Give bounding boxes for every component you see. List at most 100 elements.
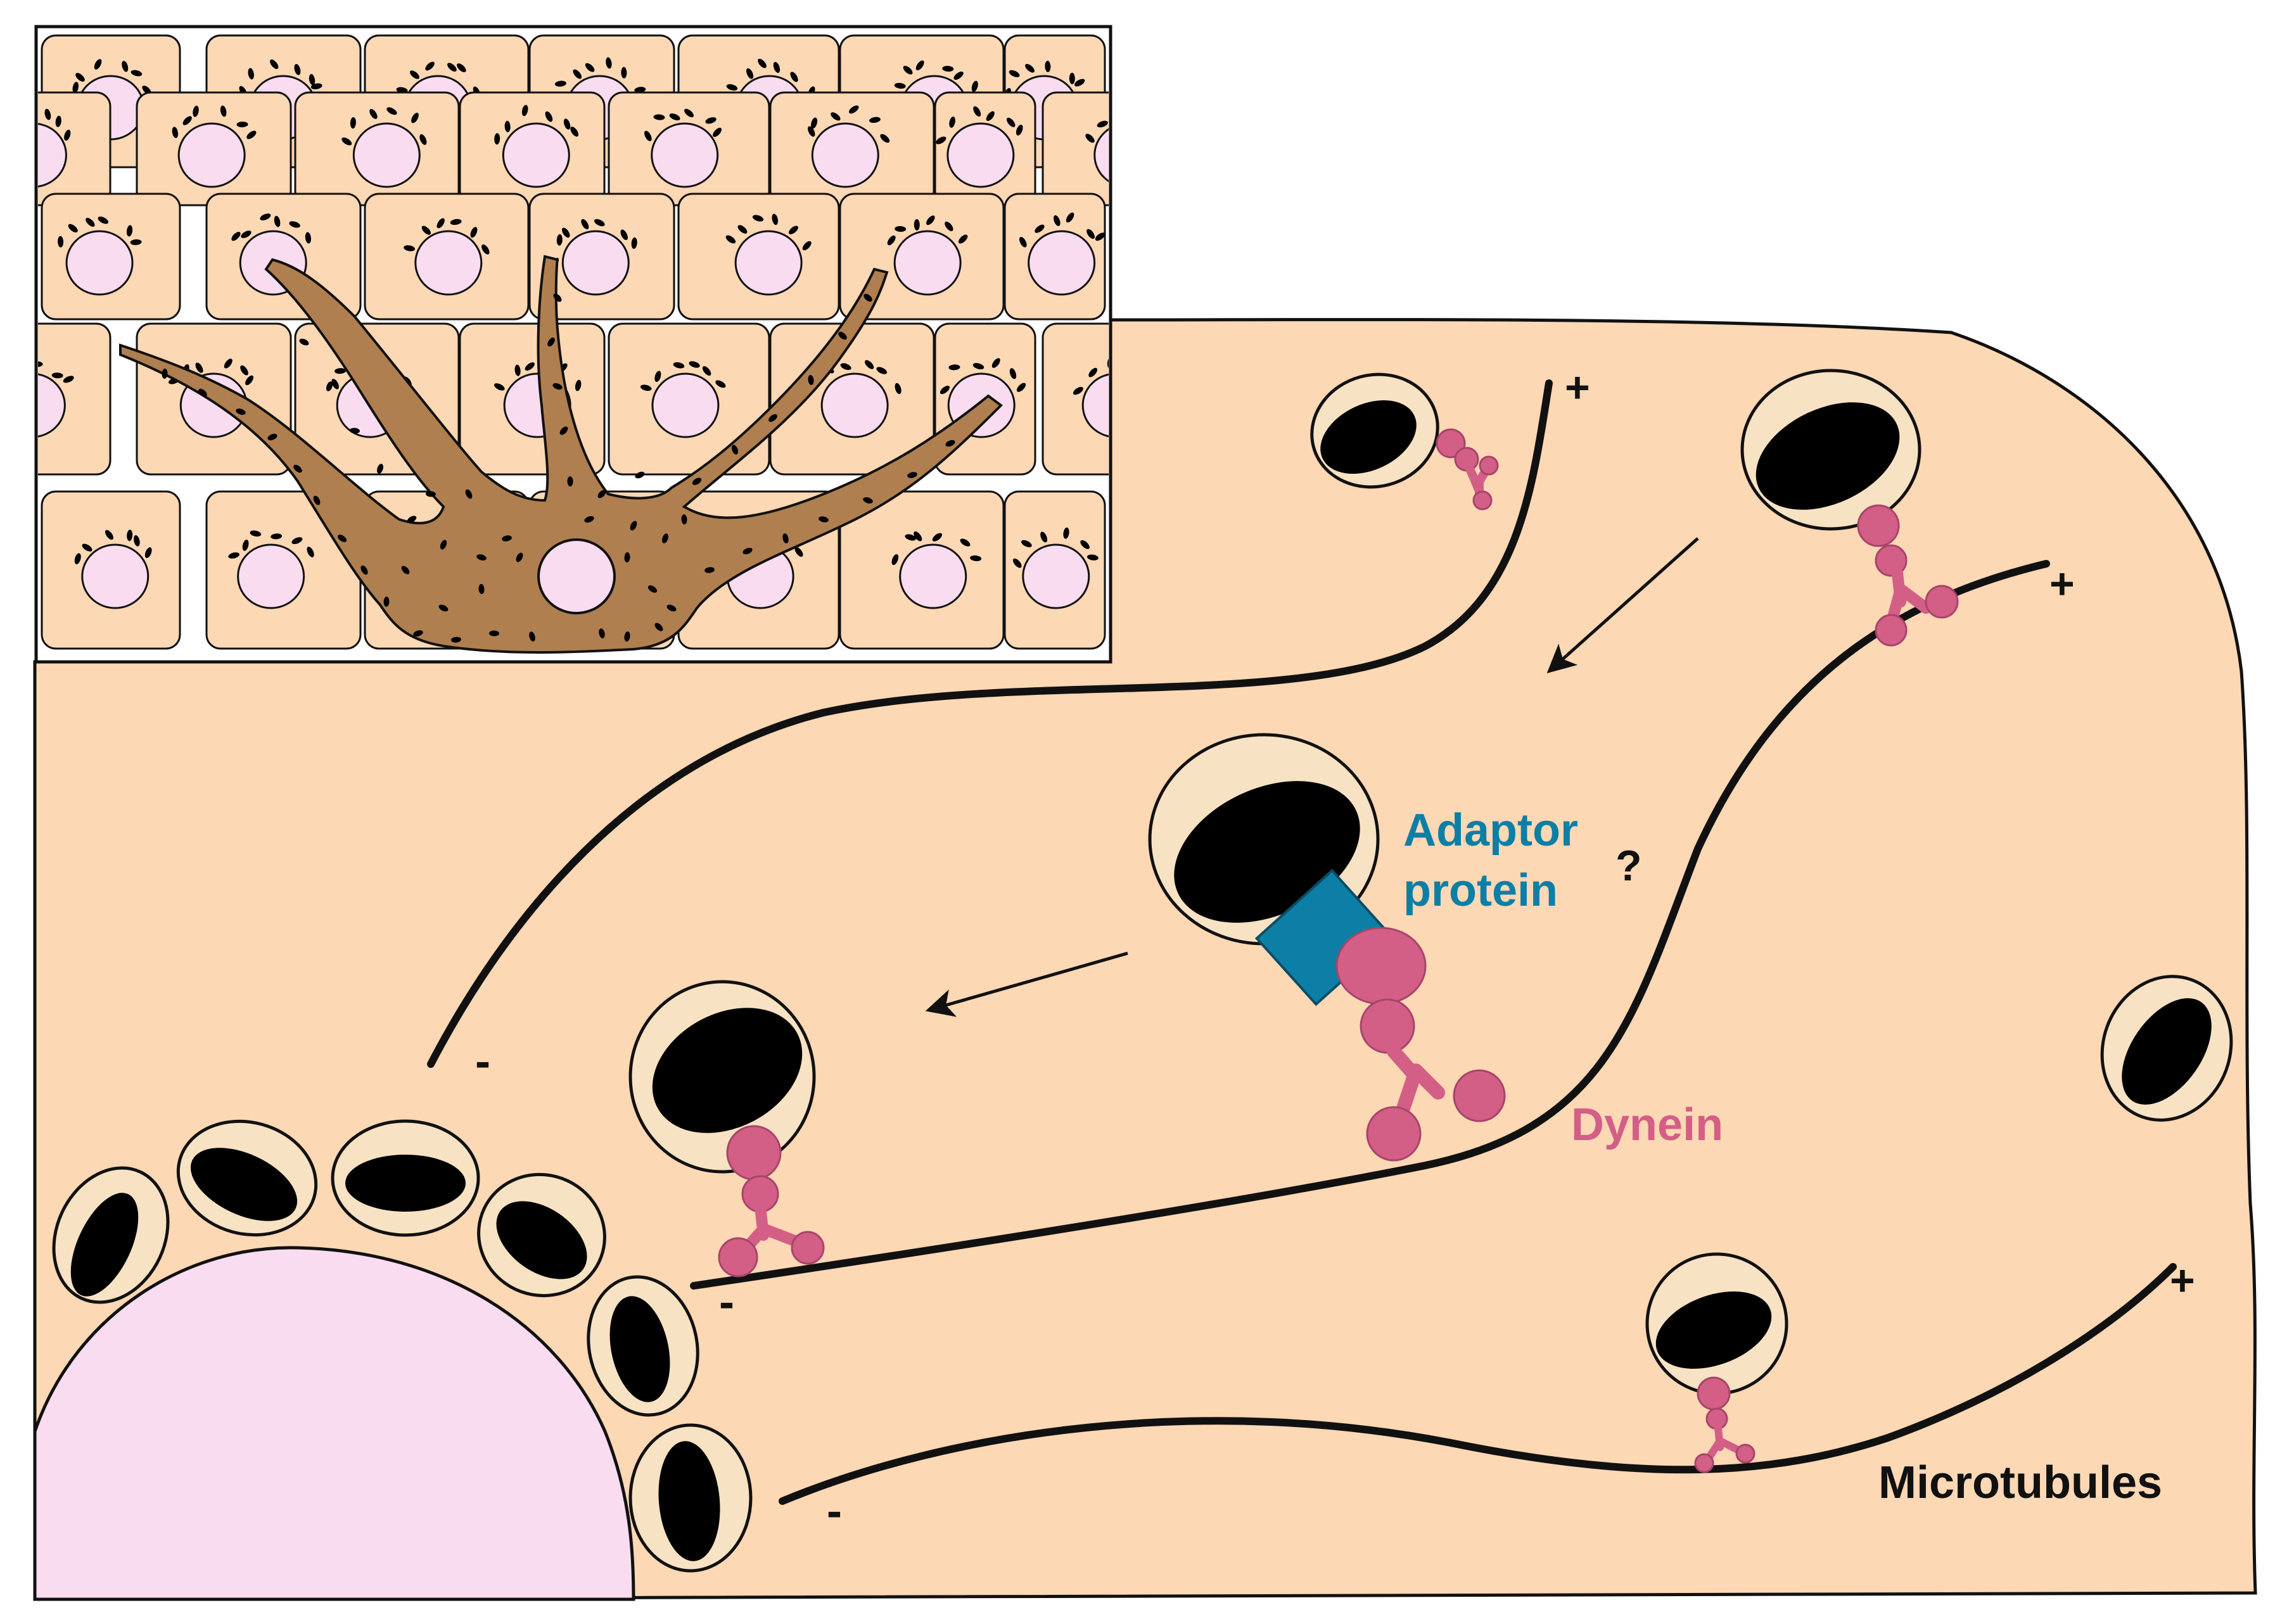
melanin-granule — [68, 224, 78, 232]
melanin-granule — [182, 116, 192, 125]
melanin-granule — [958, 234, 968, 244]
adaptor-protein-label: Adaptor — [1403, 805, 1578, 856]
melanin-granule — [1176, 220, 1188, 227]
melanin-granule — [1159, 224, 1169, 236]
melanin-granule — [895, 383, 902, 395]
melanin-granule — [726, 84, 738, 91]
melanin-granule — [38, 361, 43, 367]
free-melanosome — [2100, 975, 2233, 1122]
melanin-granule — [426, 491, 436, 497]
melanin-granule — [337, 535, 347, 542]
melanin-granule — [932, 533, 942, 542]
keratinocyte-nucleus — [811, 122, 879, 188]
minus-end-label: - — [719, 1277, 734, 1328]
melanin-granule — [773, 61, 781, 73]
tissue-inset — [0, 25, 1270, 664]
melanin-granule — [144, 547, 152, 559]
melanin-granule — [407, 516, 417, 523]
melanin-granule — [220, 105, 227, 117]
melanin-granule — [1130, 104, 1142, 116]
melanin-granule — [802, 241, 812, 251]
melanin-granule — [634, 87, 646, 93]
melanin-granule — [98, 216, 109, 224]
melanin-granule — [758, 58, 767, 68]
melanin-granule — [411, 113, 419, 124]
keratinocyte-nucleus — [1081, 373, 1109, 438]
keratinocyte-nucleus — [1022, 543, 1090, 609]
keratinocyte-cell — [1112, 35, 1270, 167]
melanin-granule — [907, 472, 917, 478]
melanin-granule — [313, 495, 321, 505]
keratinocyte-nucleus — [502, 122, 570, 188]
melanin-granule — [848, 105, 859, 114]
movement-arrow — [925, 951, 1128, 1017]
melanin-granule — [953, 71, 964, 80]
keratinocyte-nucleus — [65, 230, 134, 296]
keratinocyte-nucleus — [1028, 230, 1096, 296]
keratinocyte-nucleus — [946, 122, 1015, 188]
melanin-granule — [242, 540, 249, 551]
melanin-granule — [768, 414, 777, 422]
melanin-granule — [305, 232, 311, 244]
melanin-granule — [684, 108, 694, 118]
melanin-granule — [689, 361, 700, 368]
melanin-granule — [552, 383, 563, 390]
melanin-granule — [635, 471, 645, 479]
melanin-granule — [126, 225, 133, 237]
melanin-granule — [1097, 120, 1108, 128]
melanin-granule — [74, 553, 81, 564]
melanin-granule — [478, 584, 485, 594]
melanin-granule — [915, 60, 924, 70]
melanin-granule — [973, 106, 981, 117]
keratinocyte-cell — [1042, 91, 1109, 206]
melanin-granule — [986, 111, 995, 121]
melanin-granule — [692, 478, 702, 485]
dynein — [1335, 927, 1427, 1005]
melanin-granule — [236, 409, 246, 415]
melanin-granule — [584, 516, 594, 523]
melanin-granule — [293, 464, 302, 473]
melanin-granule — [662, 533, 668, 543]
melanin-granule — [1074, 79, 1085, 87]
melanin-granule — [516, 552, 523, 562]
melanin-granule — [742, 547, 753, 555]
melanin-granule — [945, 440, 955, 447]
keratinocyte-nucleus — [38, 373, 66, 438]
melanin-granule — [383, 597, 390, 607]
melanin-granule — [299, 338, 309, 346]
keratinocyte-cell — [1112, 194, 1270, 319]
melanin-granule — [945, 221, 953, 231]
melanosome-with-dynein — [1740, 369, 1959, 647]
melanin-granule — [248, 68, 254, 80]
question-mark: ? — [1615, 842, 1642, 890]
melanin-granule — [556, 234, 563, 246]
melanin-granule — [567, 476, 573, 486]
keratinocyte-nucleus — [38, 123, 67, 187]
melanin-granule — [563, 118, 571, 130]
plus-end-label: + — [2049, 560, 2075, 608]
melanin-granule — [489, 630, 499, 637]
melanin-granule — [863, 497, 873, 504]
melanin-granule — [0, 112, 10, 125]
melanin-granule — [195, 362, 203, 373]
melanin-granule — [494, 133, 500, 145]
melanin-granule — [51, 372, 63, 379]
melanin-granule — [794, 547, 803, 557]
melanin-granule — [1086, 229, 1095, 239]
keratinocyte-nucleus — [237, 543, 305, 609]
melanin-granule — [1035, 224, 1045, 233]
melanin-granule — [669, 113, 680, 121]
melanin-granule — [1171, 57, 1182, 70]
melanin-granule — [291, 537, 303, 544]
melanin-granule — [666, 604, 677, 612]
plus-end-label: + — [1565, 364, 1590, 412]
melanin-granule — [504, 120, 511, 132]
melanin-granule — [746, 68, 754, 79]
melanin-granule — [1225, 232, 1235, 245]
melanin-granule — [1145, 118, 1157, 128]
melanin-granule — [681, 514, 687, 524]
melanin-granule — [440, 540, 447, 550]
melanin-granule — [838, 331, 847, 340]
melanin-granule — [1162, 129, 1171, 142]
melanin-granule — [971, 80, 978, 92]
